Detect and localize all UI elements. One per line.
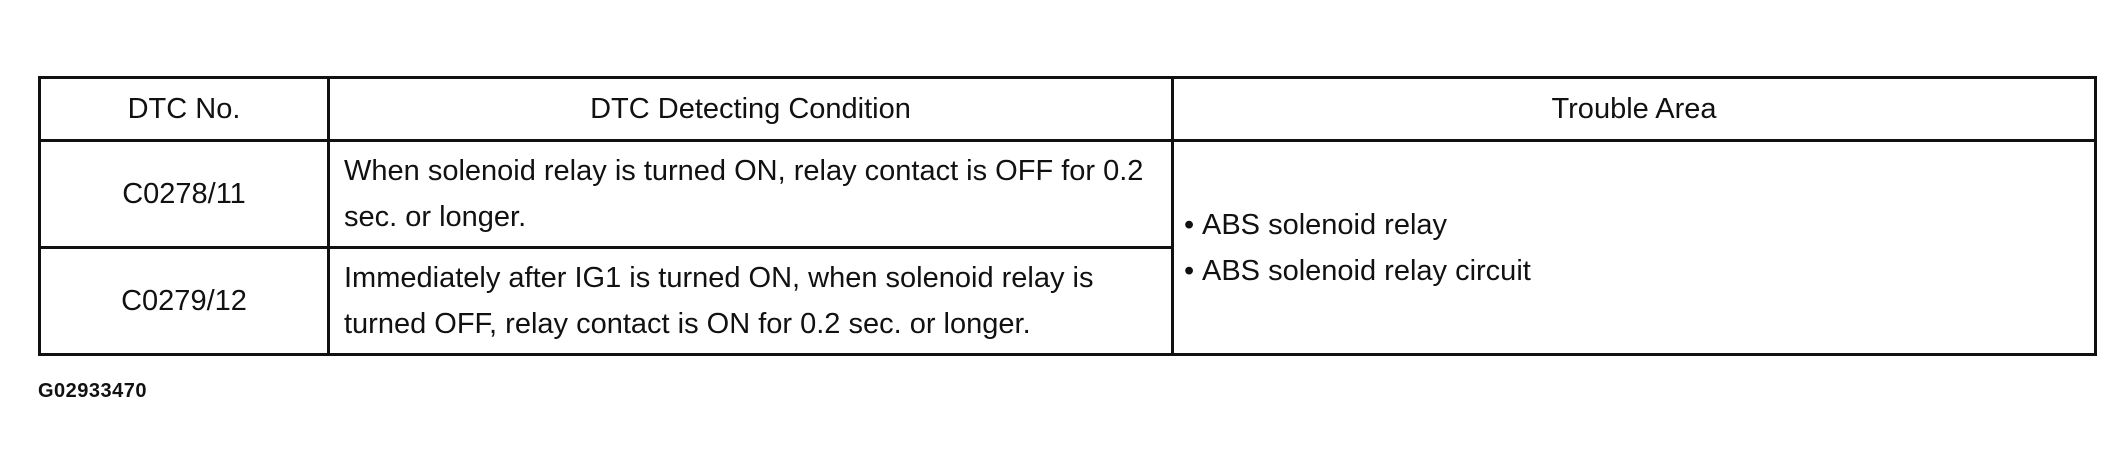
table-row: C0278/11 When solenoid relay is turned O… (38, 139, 2097, 356)
bullet-icon: • (1184, 254, 1195, 287)
header-trouble-area: Trouble Area (1171, 76, 2097, 142)
bullet-icon: • (1184, 208, 1195, 241)
header-detecting-condition: DTC Detecting Condition (327, 76, 1174, 142)
trouble-area-item: ABS solenoid relay (1202, 208, 1448, 241)
trouble-area-cell: • ABS solenoid relay • ABS solenoid rela… (1171, 139, 2097, 356)
dtc-code-cell: C0279/12 (38, 246, 330, 356)
table-header-row: DTC No. DTC Detecting Condition Trouble … (38, 76, 2097, 142)
detecting-condition-cell: Immediately after IG1 is turned ON, when… (327, 246, 1174, 356)
detecting-condition-cell: When solenoid relay is turned ON, relay … (327, 139, 1174, 249)
list-item: • ABS solenoid relay circuit (1184, 248, 2084, 294)
dtc-table: DTC No. DTC Detecting Condition Trouble … (38, 76, 2097, 356)
table-row: C0279/12 Immediately after IG1 is turned… (38, 246, 2096, 356)
trouble-area-list: • ABS solenoid relay • ABS solenoid rela… (1184, 202, 2084, 294)
header-dtc-no: DTC No. (38, 76, 330, 142)
dtc-code-cell: C0278/11 (38, 139, 330, 249)
list-item: • ABS solenoid relay (1184, 202, 2084, 248)
trouble-area-item: ABS solenoid relay circuit (1202, 254, 1531, 287)
figure-code: G02933470 (38, 380, 148, 402)
